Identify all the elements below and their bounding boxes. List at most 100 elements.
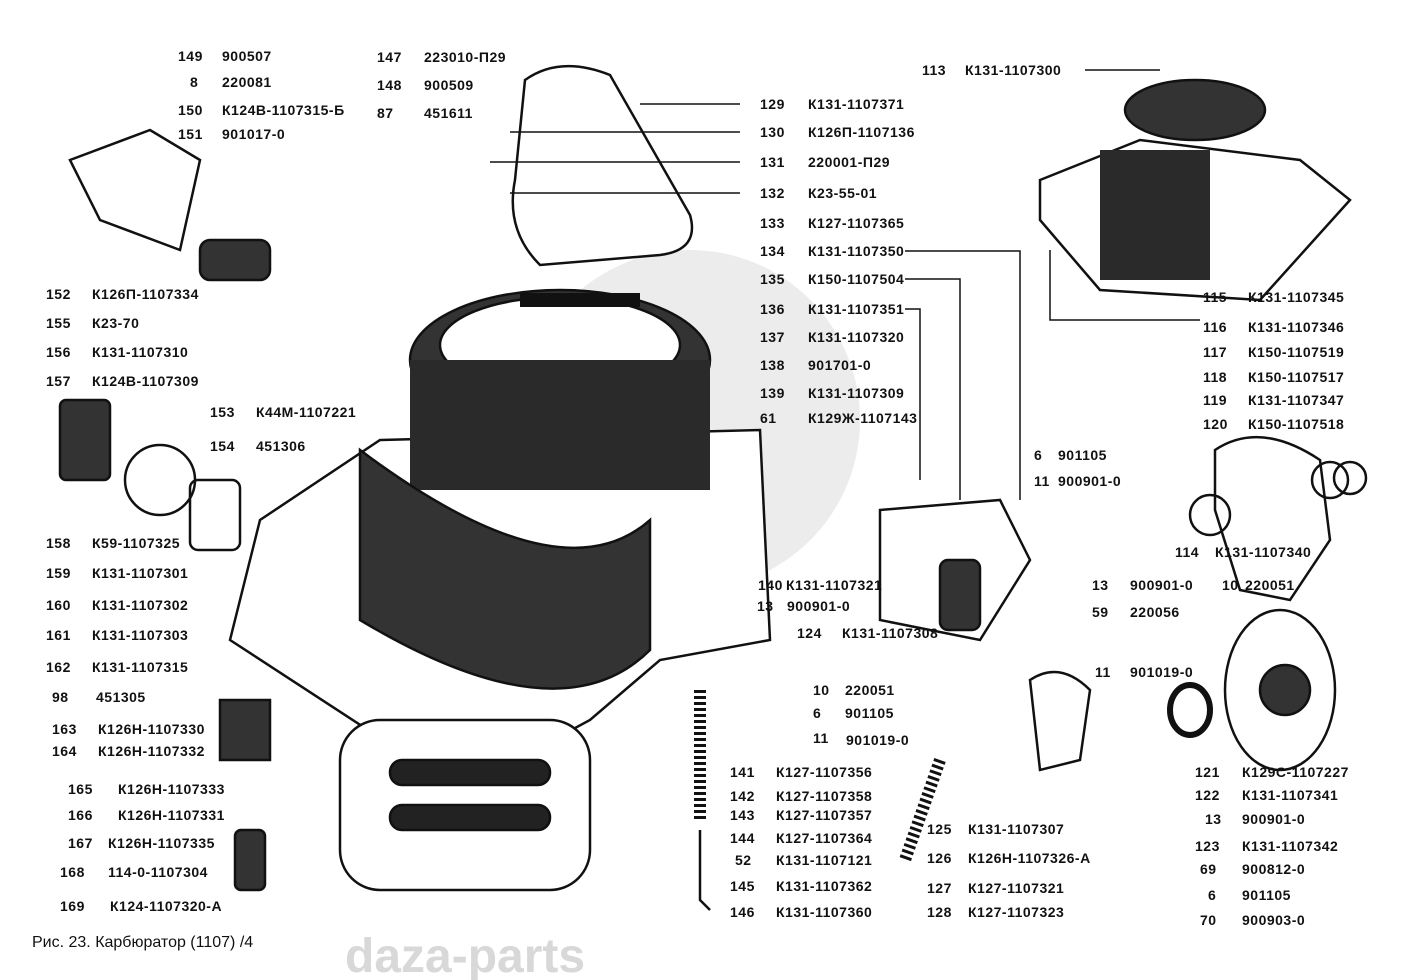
part-code: К23-55-01 — [808, 185, 878, 201]
part-code: 220081 — [222, 74, 272, 90]
part-number: 116 — [1203, 319, 1228, 335]
part-number: 155 — [46, 315, 71, 331]
part-number: 13 — [757, 598, 774, 614]
part-code: К127-1107356 — [776, 764, 873, 780]
part-code: К131-1107360 — [776, 904, 873, 920]
part-number: 70 — [1200, 912, 1217, 928]
part-number: 154 — [210, 438, 235, 454]
part-code: 220051 — [1245, 577, 1295, 593]
part-number: 160 — [46, 597, 71, 613]
part-number: 113 — [922, 62, 947, 78]
part-code: К131-1107309 — [808, 385, 905, 401]
part-code: К126Н-1107335 — [108, 835, 215, 851]
part-code: 901017-0 — [222, 126, 286, 142]
part-code: К131-1107345 — [1248, 289, 1345, 305]
part-code: К44М-1107221 — [256, 404, 357, 420]
part-number: 131 — [760, 154, 785, 170]
part-code: К124В-1107309 — [92, 373, 199, 389]
part-number: 140 — [758, 577, 783, 593]
part-number: 98 — [52, 689, 69, 705]
part-number: 150 — [178, 102, 203, 118]
part-number: 159 — [46, 565, 71, 581]
part-number: 149 — [178, 48, 203, 64]
part-code: К131-1107341 — [1242, 787, 1339, 803]
part-number: 52 — [735, 852, 752, 868]
part-code: К131-1107362 — [776, 878, 873, 894]
part-code: 901105 — [1058, 447, 1107, 463]
part-number: 145 — [730, 878, 755, 894]
part-number: 121 — [1195, 764, 1220, 780]
part-code: 220001-П29 — [808, 154, 891, 170]
part-code: 220051 — [845, 682, 895, 698]
part-code: К124В-1107315-Б — [222, 102, 345, 118]
part-number: 153 — [210, 404, 235, 420]
part-code: К131-1107315 — [92, 659, 189, 675]
part-number: 143 — [730, 807, 755, 823]
part-code: К23-70 — [92, 315, 140, 331]
part-code: К131-1107351 — [808, 301, 905, 317]
part-number: 161 — [46, 627, 71, 643]
part-code: К131-1107300 — [965, 62, 1062, 78]
part-code: К150-1107517 — [1248, 369, 1345, 385]
part-number: 148 — [377, 77, 402, 93]
part-number: 11 — [813, 730, 829, 746]
part-number: 128 — [927, 904, 952, 920]
part-number: 126 — [927, 850, 952, 866]
part-code: К131-1107347 — [1248, 392, 1345, 408]
part-code: К131-1107310 — [92, 344, 189, 360]
figure-caption: Рис. 23. Карбюратор (1107) /4 — [32, 934, 254, 951]
part-number: 164 — [52, 743, 77, 759]
part-code: К131-1107320 — [808, 329, 905, 345]
part-code: К131-1107303 — [92, 627, 189, 643]
part-number: 146 — [730, 904, 755, 920]
part-number: 125 — [927, 821, 952, 837]
part-number: 168 — [60, 864, 85, 880]
part-number: 69 — [1200, 861, 1217, 877]
air-horn-assembly — [1123, 78, 1267, 142]
part-code: К131-1107342 — [1242, 838, 1339, 854]
part-code: К150-1107504 — [808, 271, 905, 287]
part-number: 165 — [68, 781, 93, 797]
watermark-logo: daza-parts — [345, 930, 585, 980]
part-number: 120 — [1203, 416, 1228, 432]
part-number: 129 — [760, 96, 785, 112]
part-code: К129С-1107227 — [1242, 764, 1349, 780]
part-code: К127-1107321 — [968, 880, 1065, 896]
part-code: К126Н-1107333 — [118, 781, 225, 797]
part-number: 114 — [1175, 544, 1200, 560]
part-number: 6 — [813, 705, 822, 721]
part-number: 136 — [760, 301, 785, 317]
part-code: К131-1107371 — [808, 96, 905, 112]
part-code: 900901-0 — [1242, 811, 1306, 827]
part-code: 114-0-1107304 — [108, 864, 208, 880]
part-number: 13 — [1205, 811, 1222, 827]
cover-plate — [511, 64, 694, 267]
part-number: 124 — [797, 625, 822, 641]
part-number: 166 — [68, 807, 93, 823]
part-number: 144 — [730, 830, 755, 846]
part-code: 901019-0 — [846, 732, 910, 748]
part-code: 900507 — [222, 48, 272, 64]
part-number: 163 — [52, 721, 77, 737]
part-code: К131-1107350 — [808, 243, 905, 259]
part-number: 157 — [46, 373, 71, 389]
return-spring — [899, 758, 946, 862]
part-number: 11 — [1095, 664, 1111, 680]
part-code: К129Ж-1107143 — [808, 410, 918, 426]
part-number: 147 — [377, 49, 402, 65]
part-number: 119 — [1203, 392, 1228, 408]
part-code: 900903-0 — [1242, 912, 1306, 928]
part-code: 451306 — [256, 438, 306, 454]
part-code: К127-1107358 — [776, 788, 873, 804]
part-code: 901105 — [845, 705, 894, 721]
part-number: 156 — [46, 344, 71, 360]
part-code: К150-1107519 — [1248, 344, 1345, 360]
part-code: 901019-0 — [1130, 664, 1194, 680]
part-number: 10 — [813, 682, 830, 698]
part-number: 11 — [1034, 473, 1050, 489]
part-code: 220056 — [1130, 604, 1180, 620]
part-code: К127-1107323 — [968, 904, 1065, 920]
part-code: К126Н-1107330 — [98, 721, 205, 737]
part-code: К131-1107308 — [842, 625, 939, 641]
